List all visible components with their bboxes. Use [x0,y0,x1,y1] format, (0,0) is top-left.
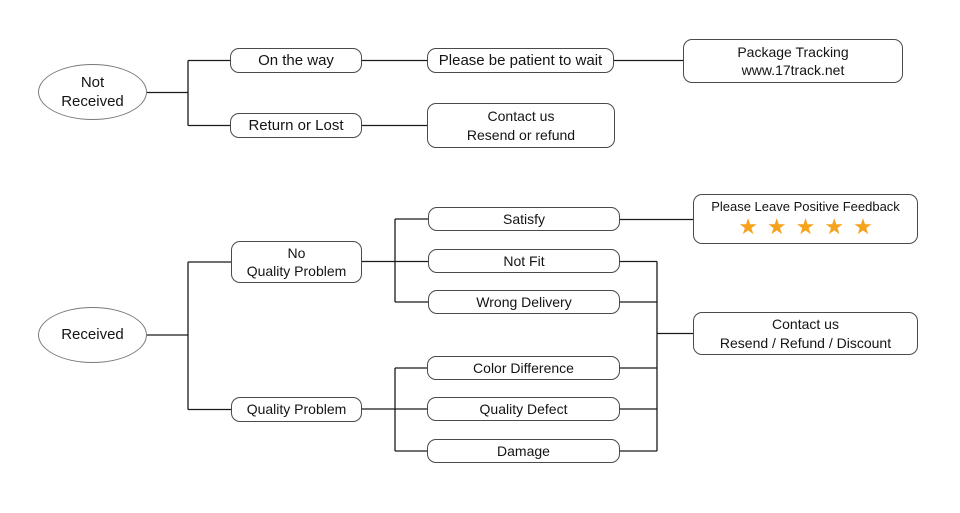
node-label: Received [61,93,124,110]
node-positive-feedback: Please Leave Positive Feedback ★★★★★ [693,194,918,244]
node-no-quality-problem: No Quality Problem [231,241,362,283]
node-label: Wrong Delivery [476,293,572,310]
node-label: Contact us [772,316,839,333]
node-satisfy: Satisfy [428,207,620,231]
node-please-be-patient: Please be patient to wait [427,48,614,73]
node-label: Quality Problem [246,263,347,279]
node-label: Color Difference [473,359,574,376]
node-label: Return or Lost [248,116,344,134]
node-label: Quality Problem [246,401,347,418]
node-label: Resend / Refund / Discount [719,334,892,351]
node-label: Contact us [487,108,555,125]
node-not-received: Not Received [38,64,147,120]
node-wrong-delivery: Wrong Delivery [428,290,620,314]
node-label: Quality Defect [479,400,568,417]
node-package-tracking: Package Tracking www.17track.net [683,39,903,83]
node-label: Resend or refund [466,126,576,143]
tracking-url: www.17track.net [741,62,845,78]
node-received: Received [38,307,147,363]
node-label: Not [80,73,105,91]
node-label: Received [61,326,124,344]
node-label: Package Tracking [737,43,849,60]
node-label: On the way [258,51,334,69]
node-quality-defect: Quality Defect [427,397,620,421]
node-label: Damage [497,442,550,459]
node-label: Please be patient to wait [438,51,603,69]
node-on-the-way: On the way [230,48,362,73]
node-not-fit: Not Fit [428,249,620,273]
node-label: Satisfy [502,210,545,227]
node-quality-problem: Quality Problem [231,397,362,422]
node-color-difference: Color Difference [427,356,620,380]
node-contact-us-resend-refund-discount: Contact us Resend / Refund / Discount [693,312,918,355]
node-contact-us-resend-refund: Contact us Resend or refund [427,103,615,148]
node-label: Please Leave Positive Feedback [711,198,900,214]
node-label: No [287,244,306,261]
node-return-or-lost: Return or Lost [230,113,362,138]
node-label: Not Fit [503,252,545,269]
node-damage: Damage [427,439,620,463]
five-star-rating-icon: ★★★★★ [738,214,882,240]
